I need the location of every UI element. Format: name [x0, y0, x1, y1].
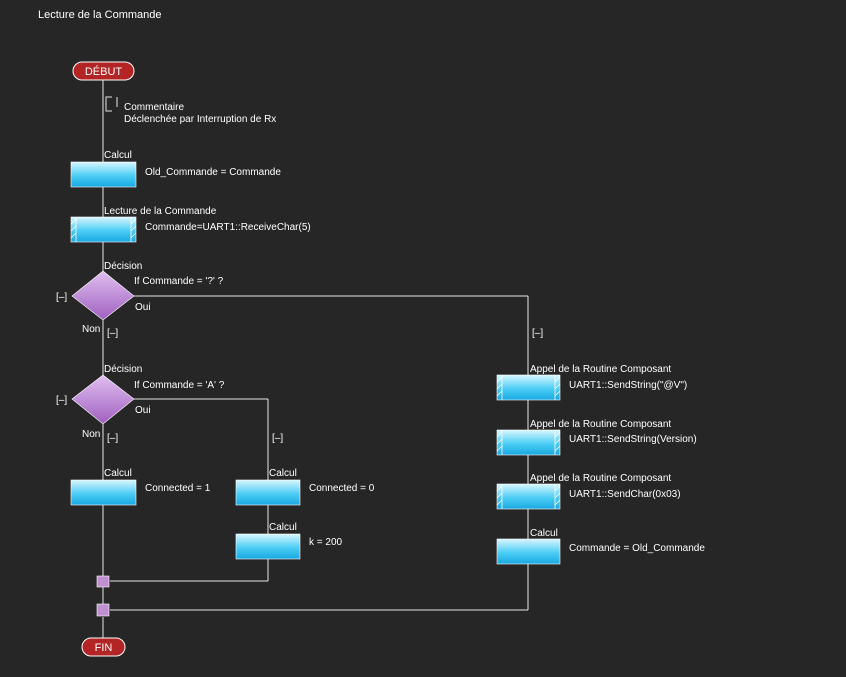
decision-1-yes-label: Oui — [135, 302, 151, 313]
flowchart-title: Lecture de la Commande — [38, 9, 162, 21]
decision-1-type: Décision — [104, 261, 142, 272]
decision-2-collapse-button[interactable]: [–] — [56, 395, 67, 406]
io-stripes-icon — [496, 484, 561, 509]
calc-k-200[interactable]: Calcul k = 200 — [235, 522, 343, 560]
calc-connected-0-text: Connected = 0 — [309, 483, 375, 494]
decision-1-no-label: Non — [82, 324, 100, 335]
comment-title: Commentaire — [124, 102, 184, 113]
io-stripes-icon — [70, 217, 137, 242]
start-terminator[interactable]: DÉBUT — [72, 61, 135, 81]
calc-connected-1-type: Calcul — [104, 468, 132, 479]
read-command-block[interactable]: Lecture de la Commande Commande=UART1::R… — [70, 206, 311, 243]
call-send-char[interactable]: Appel de la Routine Composant UART1::Sen… — [496, 473, 681, 510]
call-send-char-text: UART1::SendChar(0x03) — [569, 489, 681, 500]
calc-old-type: Calcul — [104, 150, 132, 161]
decision-1-no-collapse-button[interactable]: [–] — [107, 328, 118, 339]
read-text: Commande=UART1::ReceiveChar(5) — [145, 222, 311, 233]
calc-old-commande[interactable]: Calcul Old_Commande = Commande — [70, 150, 281, 188]
decision-1[interactable]: Décision If Commande = '?' ? Oui Non — [71, 261, 224, 335]
calc-restore-text: Commande = Old_Commande — [569, 543, 705, 554]
decision-2-no-label: Non — [82, 429, 100, 440]
read-type: Lecture de la Commande — [104, 206, 217, 217]
call-send-char-type: Appel de la Routine Composant — [530, 473, 671, 484]
junction-decision-2[interactable] — [96, 575, 110, 588]
calc-restore-type: Calcul — [530, 528, 558, 539]
calc-connected-0[interactable]: Calcul Connected = 0 — [235, 468, 375, 506]
decision-2[interactable]: Décision If Commande = 'A' ? Oui Non — [71, 364, 225, 440]
junction-decision-1[interactable] — [96, 603, 110, 617]
calc-connected-1[interactable]: Calcul Connected = 1 — [70, 468, 211, 506]
calc-k-text: k = 200 — [309, 537, 343, 548]
end-label: FIN — [95, 642, 113, 654]
call-send-string-v-text: UART1::SendString("@V") — [569, 380, 687, 391]
decision-2-condition: If Commande = 'A' ? — [134, 380, 225, 391]
call-send-string-v-type: Appel de la Routine Composant — [530, 364, 671, 375]
io-stripes-icon — [496, 375, 561, 400]
call-send-string-version-text: UART1::SendString(Version) — [569, 434, 697, 445]
decision-2-yes-label: Oui — [135, 405, 151, 416]
calc-old-text: Old_Commande = Commande — [145, 167, 281, 178]
start-label: DÉBUT — [85, 65, 123, 78]
comment-block[interactable]: Commentaire Déclenchée par Interruption … — [105, 96, 276, 125]
decision-2-no-collapse-button[interactable]: [–] — [107, 433, 118, 444]
decision-1-yes-collapse-button[interactable]: [–] — [532, 328, 543, 339]
flow-lines — [102, 80, 529, 638]
call-send-string-v[interactable]: Appel de la Routine Composant UART1::Sen… — [496, 364, 687, 401]
decision-2-yes-collapse-button[interactable]: [–] — [272, 433, 283, 444]
call-send-string-version[interactable]: Appel de la Routine Composant UART1::Sen… — [496, 419, 697, 456]
calc-connected-0-type: Calcul — [269, 468, 297, 479]
decision-1-collapse-button[interactable]: [–] — [56, 292, 67, 303]
calc-restore-commande[interactable]: Calcul Commande = Old_Commande — [496, 528, 705, 565]
call-send-string-version-type: Appel de la Routine Composant — [530, 419, 671, 430]
end-terminator[interactable]: FIN — [81, 637, 126, 657]
io-stripes-icon — [496, 430, 561, 455]
calc-k-type: Calcul — [269, 522, 297, 533]
calc-connected-1-text: Connected = 1 — [145, 483, 211, 494]
decision-2-type: Décision — [104, 364, 142, 375]
comment-text: Déclenchée par Interruption de Rx — [124, 114, 276, 125]
decision-1-condition: If Commande = '?' ? — [134, 276, 224, 287]
